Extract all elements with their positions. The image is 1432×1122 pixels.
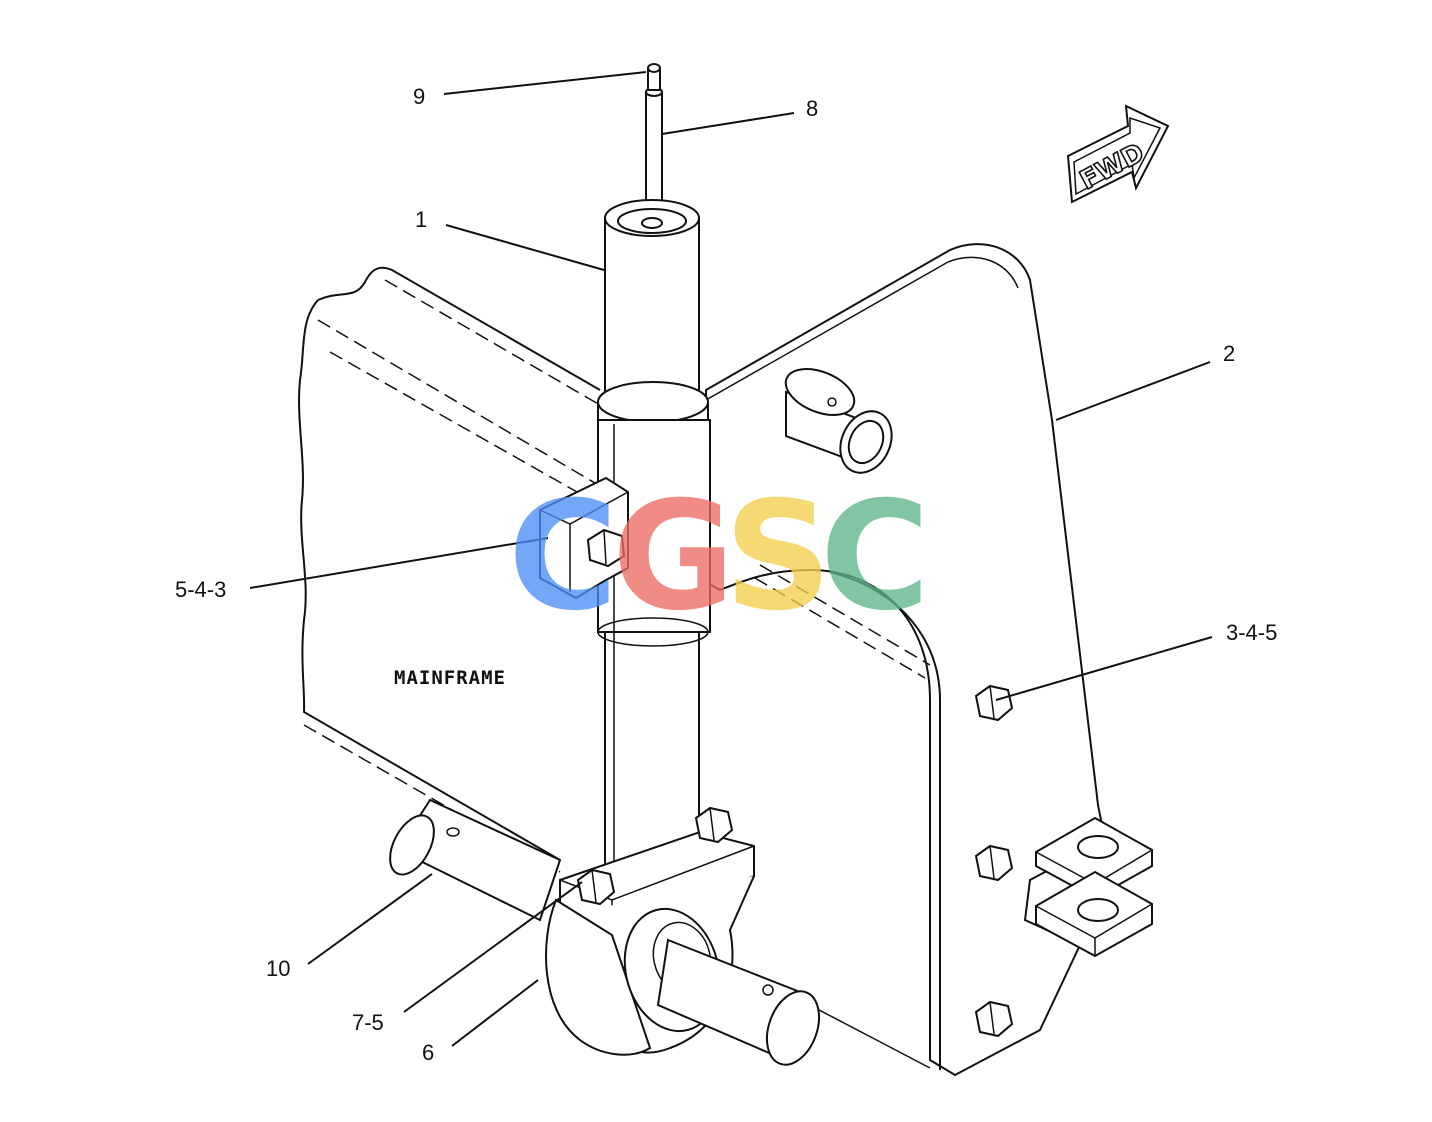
leader-8 <box>661 112 795 135</box>
leader-3b <box>995 636 1213 701</box>
callout-5-4-3: 5-4-3 <box>175 577 226 602</box>
frame-label: MAINFRAME <box>394 667 506 689</box>
bracket-bolts <box>974 684 1014 1038</box>
leader-2 <box>1055 361 1211 421</box>
watermark-letter-s: S <box>724 470 832 644</box>
callout-1: 1 <box>415 207 427 232</box>
clamp-block <box>539 476 629 600</box>
leader-5a <box>249 537 549 589</box>
lower-pin <box>389 798 562 922</box>
fwd-arrow: FWD <box>1066 104 1170 204</box>
leader-10 <box>307 873 433 965</box>
clevis-lugs <box>1035 816 1153 958</box>
callout-6: 6 <box>422 1040 434 1065</box>
callout-7-5: 7-5 <box>352 1010 384 1035</box>
callout-8: 8 <box>806 96 818 121</box>
leader-1 <box>445 224 605 271</box>
callout-2: 2 <box>1223 341 1235 366</box>
watermark-letter-c2: C <box>820 470 930 644</box>
bracket-plate <box>705 243 1107 1077</box>
leader-6 <box>451 979 539 1047</box>
leader-lines <box>249 71 1213 1047</box>
watermark-letter-g: G <box>612 470 735 644</box>
callouts: 9 8 1 2 5-4-3 3-4-5 10 7-5 6 <box>175 84 1277 1065</box>
lower-mount <box>545 806 821 1066</box>
leader-75 <box>403 881 583 1013</box>
watermark-letter-c1: C <box>508 470 618 644</box>
leader-9 <box>443 71 647 95</box>
callout-10: 10 <box>266 956 290 981</box>
callout-9: 9 <box>413 84 425 109</box>
watermark-logo: C G S C <box>508 470 930 644</box>
mainframe-plate <box>298 266 601 873</box>
callout-3-4-5: 3-4-5 <box>1226 620 1277 645</box>
